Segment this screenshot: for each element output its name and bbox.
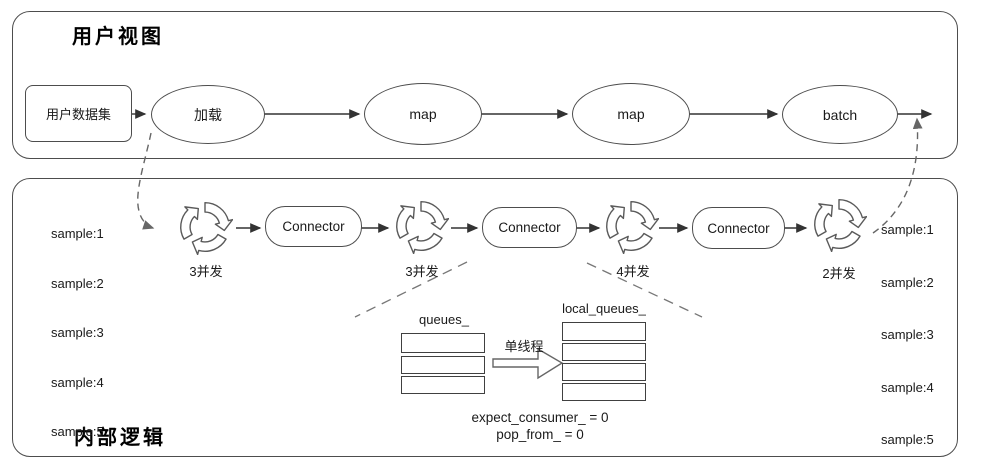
stage-load-ellipse: 加载 (151, 85, 265, 144)
concurrency-label-4: 2并发 (822, 266, 856, 281)
queue-slot (562, 383, 646, 401)
concurrency-label-3: 4并发 (616, 264, 650, 279)
loop-icon (177, 200, 233, 255)
queue-slot (401, 333, 485, 353)
local-queues-label: local_queues_ (562, 301, 646, 316)
dashed-arrow-internal-to-user (872, 117, 923, 234)
user-dataset-box: 用户数据集 (25, 85, 132, 142)
loop-icon (603, 199, 659, 254)
loop-icon (393, 199, 449, 254)
connector-box-2: Connector (482, 207, 577, 248)
user-view-title: 用户视图 (72, 24, 164, 48)
list-item: sample:5 (51, 424, 104, 439)
sample-list-left: sample:1 sample:2 sample:3 sample:4 samp… (51, 193, 104, 470)
queue-slot (562, 322, 646, 341)
stage-map2-ellipse: map (572, 83, 690, 145)
queue-slot (401, 376, 485, 394)
callout-dashed-lines (354, 261, 703, 318)
concurrency-label-2: 3并发 (405, 264, 439, 279)
list-item: sample:1 (881, 222, 934, 237)
list-item: sample:5 (881, 432, 934, 447)
queue-slot (562, 363, 646, 381)
pop-from-text: pop_from_ = 0 (496, 427, 584, 442)
connector-box-3: Connector (692, 207, 785, 249)
list-item: sample:3 (51, 325, 104, 340)
list-item: sample:3 (881, 327, 934, 342)
loop-icon (811, 197, 867, 252)
right-block-arrow-icon (492, 347, 564, 380)
dashed-arrow-load-to-internal (137, 132, 155, 230)
queues-label: queues_ (419, 312, 469, 327)
stage-map1-ellipse: map (364, 83, 482, 145)
sample-list-right: sample:1 sample:2 sample:3 sample:4 samp… (881, 186, 934, 470)
list-item: sample:2 (881, 274, 934, 290)
list-item: sample:4 (51, 374, 104, 390)
list-item: sample:4 (881, 379, 934, 395)
list-item: sample:2 (51, 275, 104, 291)
concurrency-label-1: 3并发 (189, 264, 223, 279)
queue-slot (401, 356, 485, 374)
stage-batch-ellipse: batch (782, 85, 898, 144)
internal-logic-title: 内部逻辑 (74, 425, 166, 449)
expect-consumer-text: expect_consumer_ = 0 (471, 410, 609, 425)
list-item: sample:1 (51, 226, 104, 241)
connector-box-1: Connector (265, 206, 362, 247)
queue-slot (562, 343, 646, 361)
single-thread-label: 单线程 (504, 339, 544, 354)
